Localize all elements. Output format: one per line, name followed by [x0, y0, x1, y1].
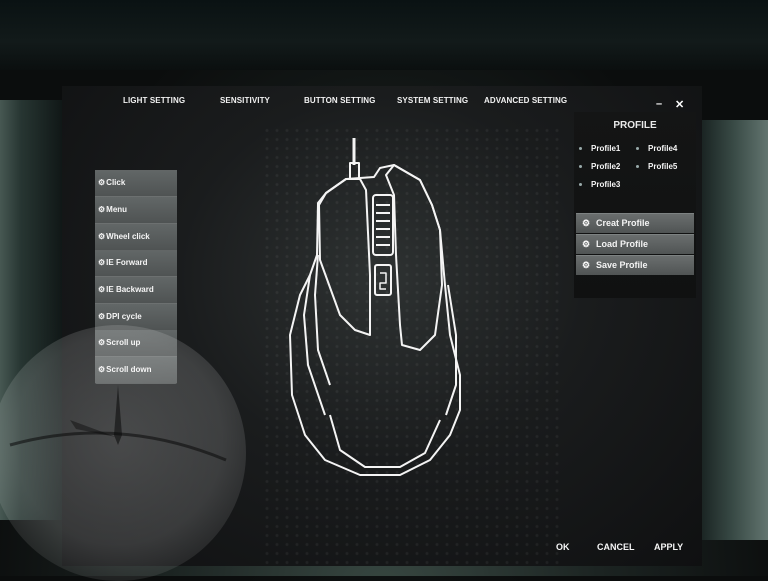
profile-item-4[interactable]: Profile4	[636, 144, 677, 153]
gear-icon: ⚙	[98, 232, 106, 241]
button-function-list: ⚙Click ⚙Menu ⚙Wheel click ⚙IE Forward ⚙I…	[95, 170, 177, 384]
photo-background-left	[0, 100, 70, 520]
button-function-menu[interactable]: ⚙Menu	[95, 197, 177, 224]
button-function-wheel-click[interactable]: ⚙Wheel click	[95, 224, 177, 251]
button-function-ie-forward[interactable]: ⚙IE Forward	[95, 250, 177, 277]
hex-pattern-background	[262, 126, 562, 566]
radio-dot-icon	[636, 147, 639, 151]
close-button[interactable]: ✕	[675, 99, 685, 111]
radio-dot-icon	[579, 147, 582, 151]
apply-button[interactable]: APPLY	[654, 542, 684, 552]
top-navigation: LIGHT SETTING SENSITIVITY BUTTON SETTING…	[0, 96, 768, 110]
load-profile-button[interactable]: ⚙Load Profile	[576, 234, 694, 254]
tab-button-setting[interactable]: BUTTON SETTING	[304, 96, 376, 105]
create-profile-button[interactable]: ⚙Creat Profile	[576, 213, 694, 233]
mouse-illustration	[289, 138, 461, 476]
gear-icon: ⚙	[582, 239, 591, 249]
profile-item-5[interactable]: Profile5	[636, 162, 677, 171]
cancel-button[interactable]: CANCEL	[597, 542, 635, 552]
gear-icon: ⚙	[98, 285, 106, 294]
button-function-dpi-cycle[interactable]: ⚙DPI cycle	[95, 304, 177, 331]
right-click-button	[385, 164, 443, 351]
radio-dot-icon	[579, 165, 582, 169]
gear-icon: ⚙	[98, 178, 106, 187]
button-function-scroll-up[interactable]: ⚙Scroll up	[95, 330, 177, 357]
palm-rest-line	[329, 414, 441, 468]
left-click-button	[318, 178, 371, 336]
radio-dot-icon	[636, 165, 639, 169]
minimize-button[interactable]: –	[656, 98, 663, 110]
button-function-click[interactable]: ⚙Click	[95, 170, 177, 197]
radio-dot-icon	[579, 183, 582, 187]
gear-icon: ⚙	[98, 312, 106, 321]
tab-system-setting[interactable]: SYSTEM SETTING	[397, 96, 469, 105]
left-side-buttons	[314, 254, 331, 386]
mouse-cable-strain	[349, 162, 360, 180]
tab-advanced-setting[interactable]: ADVANCED SETTING	[484, 96, 568, 105]
gear-icon: ⚙	[582, 218, 591, 228]
profile-title: PROFILE	[613, 120, 657, 131]
button-function-ie-backward[interactable]: ⚙IE Backward	[95, 277, 177, 304]
gear-icon: ⚙	[582, 260, 591, 270]
profile-panel: PROFILE Profile1 Profile2 Profile3 Profi…	[574, 112, 696, 298]
gear-icon: ⚙	[98, 365, 106, 374]
profile-item-1[interactable]: Profile1	[579, 144, 620, 153]
save-profile-button[interactable]: ⚙Save Profile	[576, 255, 694, 275]
photo-background-top	[0, 0, 768, 70]
tab-sensitivity[interactable]: SENSITIVITY	[220, 96, 270, 105]
right-grip-line	[445, 284, 457, 416]
left-grip-line	[303, 274, 326, 416]
ok-button[interactable]: OK	[556, 542, 570, 552]
gear-icon: ⚙	[98, 258, 106, 267]
profile-item-2[interactable]: Profile2	[579, 162, 620, 171]
dpi-button	[374, 264, 392, 296]
gear-icon: ⚙	[98, 205, 106, 214]
scroll-wheel	[372, 194, 394, 256]
profile-item-3[interactable]: Profile3	[579, 180, 620, 189]
button-function-scroll-down[interactable]: ⚙Scroll down	[95, 357, 177, 383]
gear-icon: ⚙	[98, 338, 106, 347]
tab-light-setting[interactable]: LIGHT SETTING	[123, 96, 186, 105]
